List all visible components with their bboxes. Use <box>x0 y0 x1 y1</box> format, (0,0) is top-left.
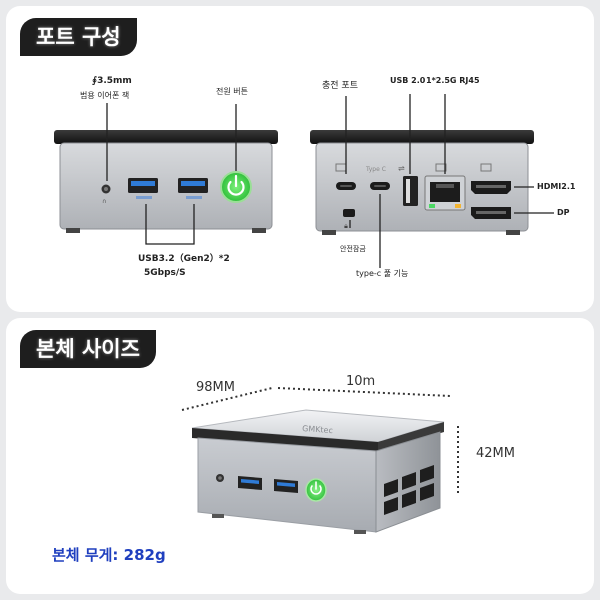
audio-label-size: ∮3.5mm <box>92 76 132 86</box>
audio-label-desc: 범용 이어폰 잭 <box>80 91 130 100</box>
rj45-label: 1*2.5G RJ45 <box>426 76 480 85</box>
brand-print: GMKtec <box>302 424 333 435</box>
dp-port-icon <box>471 207 511 219</box>
ports-section-title: 포트 구성 <box>20 18 137 56</box>
usb-a-port-icon <box>238 476 262 490</box>
typec-port-icon <box>370 182 390 190</box>
security-lock-slot-icon <box>343 209 355 217</box>
device-3d: GMKtec <box>191 409 445 534</box>
typec-label: type-c 풀 기능 <box>356 269 409 278</box>
hdmi-port-icon <box>471 181 511 194</box>
rear-device: Type C ⇌ <box>310 94 554 268</box>
size-panel: 본체 사이즈 <box>6 318 594 594</box>
width-dimension-label: 10m <box>346 374 376 389</box>
hdmi-label: HDMI2.1 <box>537 182 576 191</box>
ports-panel: 포트 구성 ∩ <box>6 6 594 312</box>
typec-charge-port-icon <box>336 182 356 190</box>
audio-jack-icon <box>216 474 224 482</box>
usb-a-port-icon <box>178 178 208 199</box>
size-illustration: GMKtec <box>181 387 459 534</box>
front-device: ∩ <box>54 103 278 245</box>
power-button-icon <box>220 171 252 203</box>
power-button-icon <box>305 478 327 502</box>
typec-print-label: Type C <box>365 166 386 173</box>
usb2-label: USB 2.0 <box>390 76 426 85</box>
charge-port-label: 충전 포트 <box>322 81 358 91</box>
ports-illustration: ∩ <box>54 94 554 268</box>
depth-dimension-label: 98MM <box>196 380 235 395</box>
rj45-port-icon <box>424 175 466 211</box>
lock-label: 안전잠금 <box>340 245 366 253</box>
svg-text:🔒︎: 🔒︎ <box>344 222 348 230</box>
usb-speed-label: 5Gbps/S <box>144 268 186 278</box>
dp-label: DP <box>557 208 570 217</box>
height-dimension-label: 42MM <box>476 446 515 461</box>
weight-label: 본체 무게: 282g <box>52 546 166 564</box>
usb32-label: USB3.2（Gen2）*2 <box>138 254 230 264</box>
audio-jack-icon: ∩ <box>101 184 111 205</box>
usb-a-port-icon <box>128 178 158 199</box>
size-section-title: 본체 사이즈 <box>20 330 156 368</box>
usb-a-port-icon <box>274 479 298 493</box>
usb2-port-icon <box>403 176 418 206</box>
svg-text:∩: ∩ <box>102 198 106 205</box>
power-label: 전원 버튼 <box>216 87 248 96</box>
svg-text:⇌: ⇌ <box>398 164 405 173</box>
